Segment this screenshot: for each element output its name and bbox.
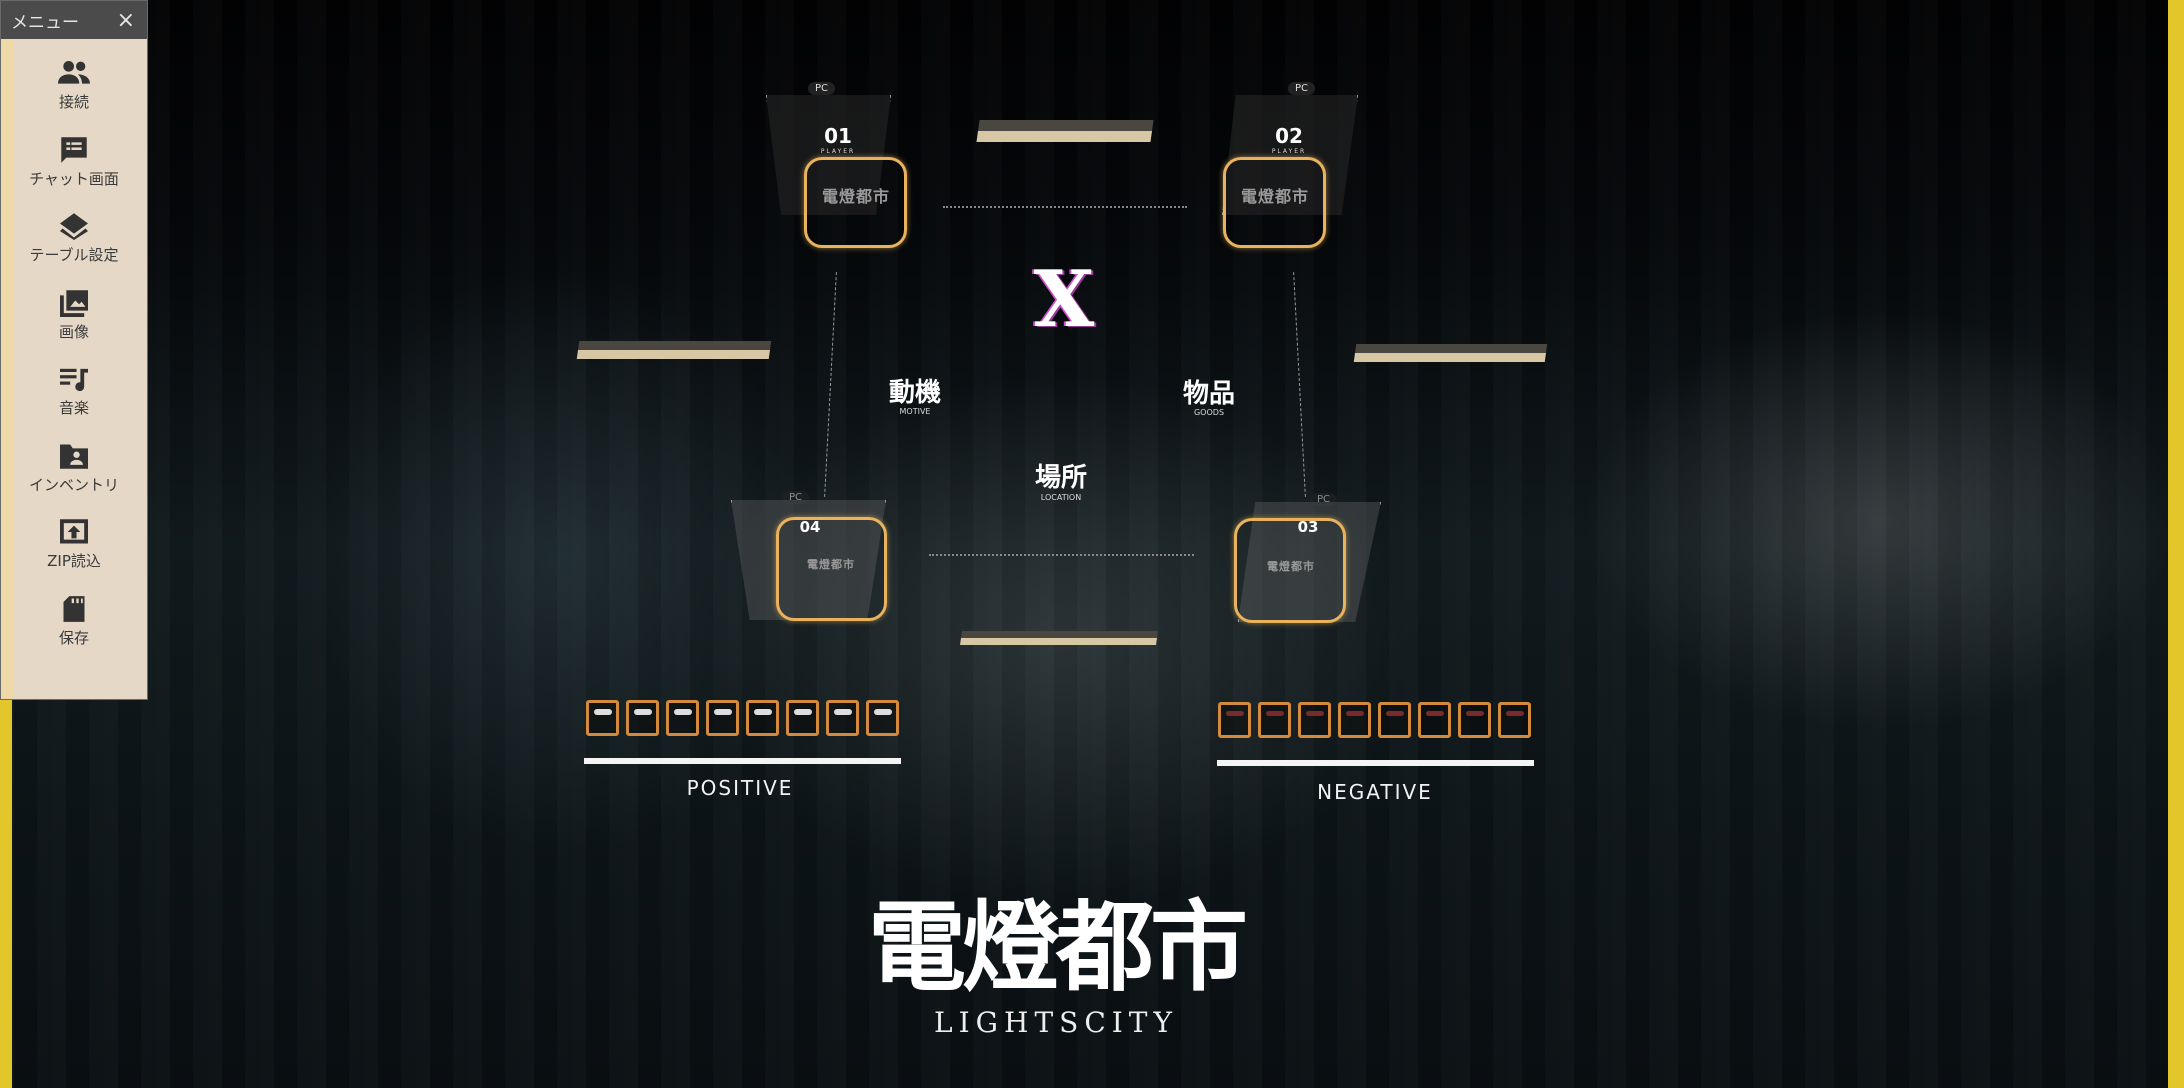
- title-subtitle: LIGHTSCITY: [934, 1006, 1178, 1039]
- upload-icon: [60, 519, 88, 544]
- info-tag-bottom[interactable]: [960, 631, 1158, 645]
- negative-slot[interactable]: [1218, 702, 1251, 738]
- positive-slot[interactable]: [626, 700, 659, 736]
- player-number: 03: [1297, 518, 1319, 536]
- goods-label: 物品: [1182, 379, 1235, 409]
- player-name: 電燈都市: [1267, 560, 1315, 573]
- player-label: PLAYER: [820, 148, 856, 155]
- menu-item-zip-load[interactable]: ZIP読込: [1, 498, 147, 575]
- menu-item-music[interactable]: 音楽: [1, 345, 147, 422]
- menu-item-image[interactable]: 画像: [1, 269, 147, 346]
- positive-slot[interactable]: [866, 700, 899, 736]
- positive-slot[interactable]: [706, 700, 739, 736]
- pc-badge: PC: [1310, 493, 1338, 506]
- menu-panel: メニュー × 接続 チャット画面 テーブル設定 画像 音楽 インベントリ ZIP…: [0, 0, 148, 700]
- positive-slots: [586, 700, 899, 736]
- positive-slot[interactable]: [746, 700, 779, 736]
- menu-item-label: インベントリ: [28, 475, 119, 494]
- motive-en: MOTIVE: [899, 407, 931, 416]
- negative-slot[interactable]: [1498, 702, 1531, 738]
- negative-label: NEGATIVE: [1317, 780, 1433, 804]
- menu-item-table-settings[interactable]: テーブル設定: [1, 192, 147, 269]
- pc-badge: PC: [808, 82, 836, 95]
- info-tag-right[interactable]: [1353, 344, 1548, 362]
- negative-slot[interactable]: [1338, 702, 1371, 738]
- menu-item-label: 接続: [58, 93, 89, 111]
- negative-bar: [1217, 760, 1534, 766]
- positive-slot[interactable]: [586, 700, 619, 736]
- connector-left: [824, 272, 837, 497]
- menu-item-label: テーブル設定: [29, 246, 119, 264]
- negative-slot[interactable]: [1378, 702, 1411, 738]
- menu-item-label: 音楽: [58, 399, 89, 417]
- positive-slot[interactable]: [666, 700, 699, 736]
- player-number: 02: [1275, 124, 1303, 148]
- connector-right: [1293, 272, 1306, 497]
- people-icon: [58, 61, 90, 84]
- menu-item-save[interactable]: 保存: [1, 575, 147, 652]
- motive-label: 動機: [888, 378, 941, 408]
- menu-item-chat[interactable]: チャット画面: [1, 116, 147, 193]
- negative-slots: [1218, 702, 1531, 738]
- center-x-mark: X: [1033, 254, 1095, 345]
- menu-title: メニュー: [11, 12, 79, 33]
- location-en: LOCATION: [1040, 493, 1082, 502]
- positive-slot[interactable]: [786, 700, 819, 736]
- menu-item-label: 画像: [58, 322, 89, 341]
- left-border-strip: [0, 700, 12, 1088]
- info-tag-left[interactable]: [576, 341, 772, 359]
- connector-bottom: [929, 554, 1194, 556]
- pc-badge: PC: [1288, 82, 1316, 95]
- image-icon: [60, 289, 88, 317]
- menu-item-label: ZIP読込: [47, 552, 101, 570]
- chat-icon: [61, 136, 87, 163]
- connector-top: [943, 206, 1187, 208]
- player-label: PLAYER: [1271, 148, 1307, 155]
- negative-slot[interactable]: [1258, 702, 1291, 738]
- negative-slot[interactable]: [1298, 702, 1331, 738]
- negative-slot[interactable]: [1458, 702, 1491, 738]
- player-slot[interactable]: [804, 157, 907, 248]
- title-logo: 電燈都市: [867, 891, 1248, 1005]
- menu-item-inventory[interactable]: インベントリ: [1, 422, 147, 499]
- layers-icon: [60, 213, 88, 240]
- music-icon: [60, 368, 88, 392]
- player-name: 電燈都市: [821, 187, 890, 206]
- player-name: 電燈都市: [1240, 187, 1309, 206]
- pc-badge: PC: [782, 491, 810, 504]
- goods-en: GOODS: [1193, 408, 1225, 417]
- menu-item-connect[interactable]: 接続: [1, 39, 147, 116]
- folder-user-icon: [60, 444, 88, 469]
- positive-slot[interactable]: [826, 700, 859, 736]
- menu-item-label: チャット画面: [29, 169, 119, 188]
- player-number: 01: [824, 124, 852, 148]
- location-label: 場所: [1034, 463, 1087, 493]
- close-icon[interactable]: ×: [116, 7, 135, 33]
- negative-slot[interactable]: [1418, 702, 1451, 738]
- card-frame: [731, 500, 886, 620]
- info-tag-top[interactable]: [976, 120, 1154, 142]
- card-frame: [1238, 502, 1381, 622]
- player-name: 電燈都市: [807, 558, 855, 571]
- positive-bar: [584, 758, 901, 764]
- player-slot[interactable]: [1223, 157, 1326, 248]
- menu-item-label: 保存: [58, 628, 89, 647]
- sd-card-icon: [63, 595, 85, 622]
- card-frame: [766, 95, 891, 215]
- player-slot[interactable]: [776, 517, 887, 621]
- right-border-strip: [2168, 0, 2184, 1088]
- player-number: 04: [799, 518, 821, 536]
- player-slot[interactable]: [1234, 518, 1346, 623]
- positive-label: POSITIVE: [686, 776, 794, 800]
- menu-header[interactable]: メニュー ×: [1, 1, 147, 39]
